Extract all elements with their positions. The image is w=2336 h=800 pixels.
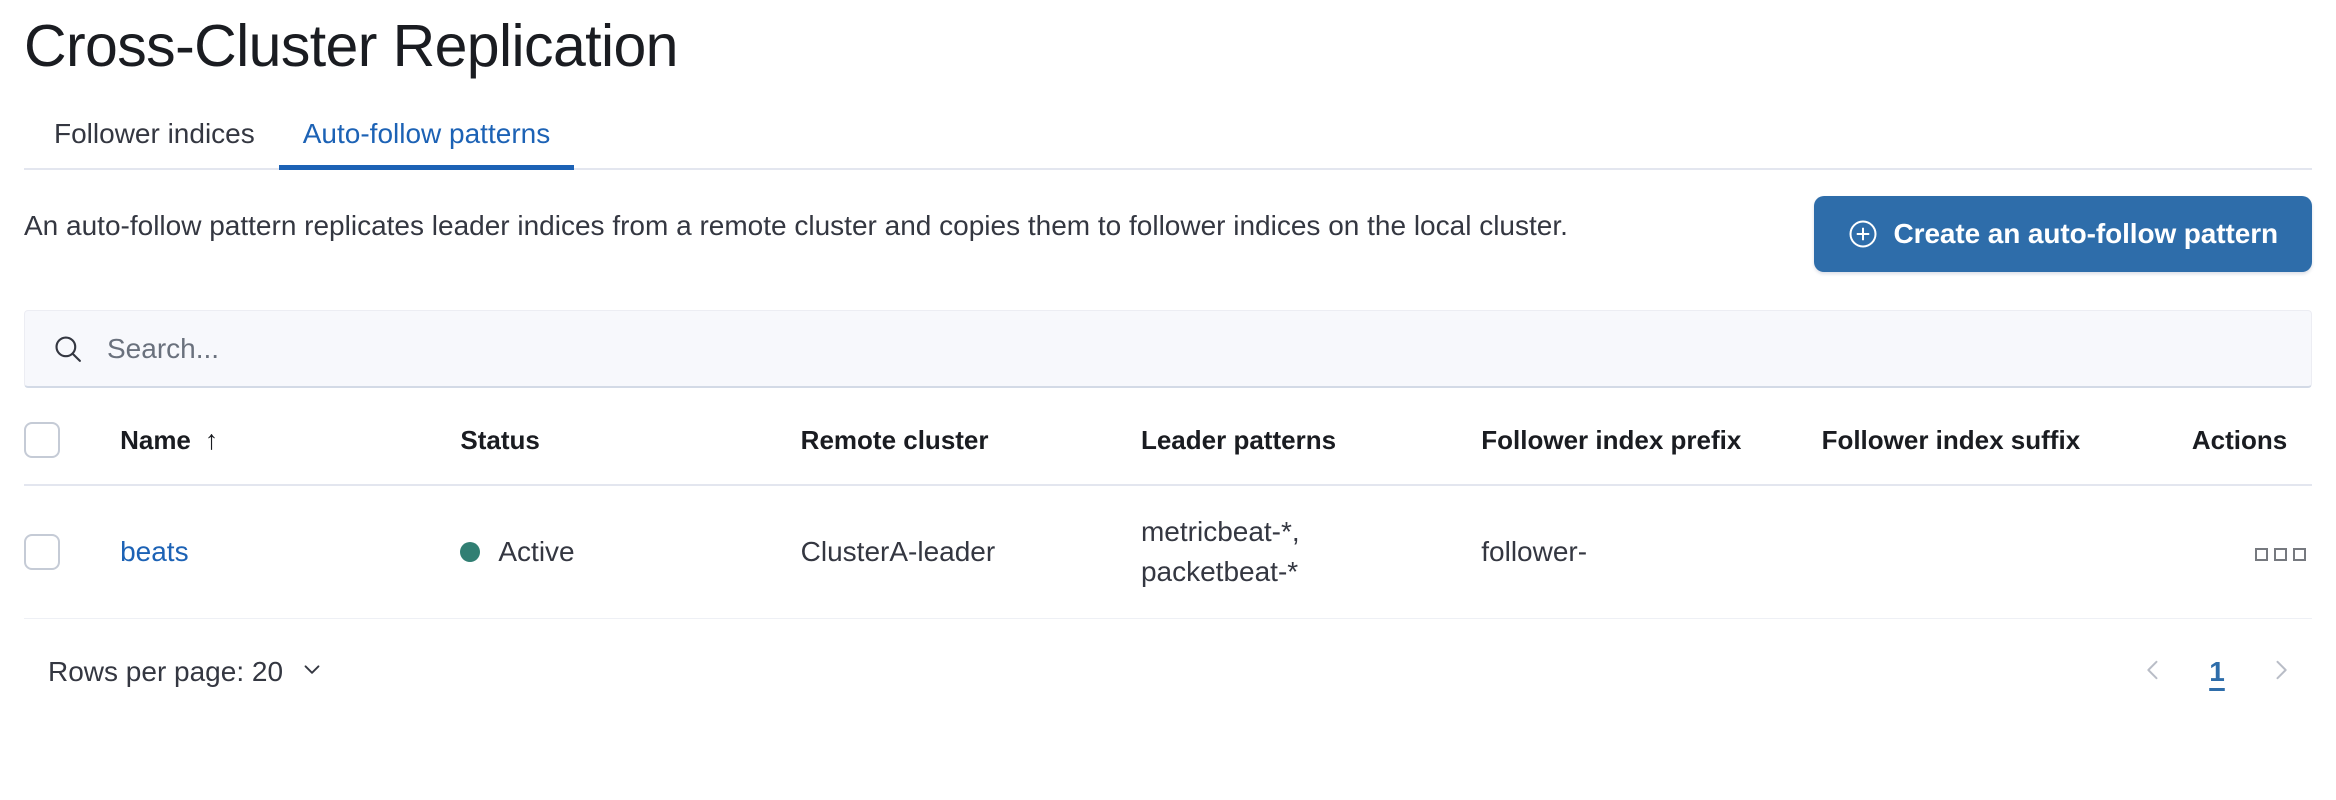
leader-pattern-item: metricbeat-*, [1140,516,1300,547]
table-header-row: Name ↑ Status Remote cluster Leader patt… [24,422,2312,486]
search-icon [51,332,85,366]
column-header-leader-patterns[interactable]: Leader patterns [1140,422,1482,486]
tab-follower-indices-label: Follower indices [54,118,255,149]
rows-per-page-select[interactable]: Rows per page: 20 [24,656,325,689]
auto-follow-patterns-table: Name ↑ Status Remote cluster Leader patt… [24,422,2312,619]
column-header-actions: Actions [2191,422,2312,486]
page-description: An auto-follow pattern replicates leader… [24,210,1568,241]
box-glyph [2255,548,2268,561]
tab-follower-indices[interactable]: Follower indices [24,120,279,168]
create-auto-follow-pattern-button[interactable]: Create an auto-follow pattern [1813,196,2312,272]
column-header-name-label: Name [120,424,191,455]
box-glyph [2293,548,2306,561]
table-header: Name ↑ Status Remote cluster Leader patt… [24,422,2312,486]
plus-in-circle-icon [1848,219,1878,249]
cell-actions [2191,485,2312,619]
pagination: 1 [2130,649,2304,695]
cell-leader-patterns: metricbeat-*, packetbeat-* [1140,485,1482,619]
chevron-down-icon [299,656,325,689]
column-header-remote-cluster[interactable]: Remote cluster [800,422,1141,486]
box-glyph [2274,548,2287,561]
cell-status: Active [460,485,801,619]
tab-bar: Follower indices Auto-follow patterns [24,108,2312,170]
table-body: beats Active ClusterA-leader metricbeat-… [24,485,2312,619]
tab-auto-follow-patterns[interactable]: Auto-follow patterns [278,118,575,170]
cell-remote-cluster: ClusterA-leader [800,485,1141,619]
boxes-horizontal-icon[interactable] [2249,542,2312,567]
chevron-left-icon [2139,656,2167,689]
search-bar[interactable] [24,310,2312,388]
status-label: Active [498,535,575,567]
leader-pattern-item: packetbeat-* [1140,556,1299,587]
create-auto-follow-pattern-label: Create an auto-follow pattern [1893,218,2279,249]
cell-name: beats [120,485,461,619]
select-all-header [24,422,121,486]
page-title: Cross-Cluster Replication [24,13,678,79]
column-header-status[interactable]: Status [460,422,801,486]
table-footer: Rows per page: 20 1 [24,649,2312,695]
column-header-name[interactable]: Name ↑ [120,422,461,486]
arrow-up-icon: ↑ [204,424,219,455]
sort-by-name-control[interactable]: Name ↑ [120,425,218,456]
pagination-page-1[interactable]: 1 [2209,656,2225,687]
cell-follower-index-suffix [1821,485,2192,619]
pagination-prev-button[interactable] [2130,649,2176,695]
row-select-checkbox[interactable] [24,534,60,570]
table-row: beats Active ClusterA-leader metricbeat-… [24,485,2312,619]
search-input[interactable] [107,332,2285,365]
chevron-right-icon [2267,656,2295,689]
pagination-next-button[interactable] [2258,649,2304,695]
status-badge: Active [460,535,575,568]
row-select-cell [24,485,121,619]
status-dot-icon [460,541,481,562]
column-header-follower-index-prefix[interactable]: Follower index prefix [1481,422,1822,486]
intro-row: An auto-follow pattern replicates leader… [24,196,2312,272]
auto-follow-pattern-link[interactable]: beats [120,536,189,567]
tab-auto-follow-patterns-label: Auto-follow patterns [302,118,551,149]
cell-follower-index-prefix: follower- [1481,485,1822,619]
column-header-follower-index-suffix[interactable]: Follower index suffix [1821,422,2192,486]
select-all-checkbox[interactable] [24,422,60,458]
leader-patterns-list: metricbeat-*, packetbeat-* [1141,512,1481,592]
rows-per-page-label: Rows per page: 20 [48,656,284,687]
